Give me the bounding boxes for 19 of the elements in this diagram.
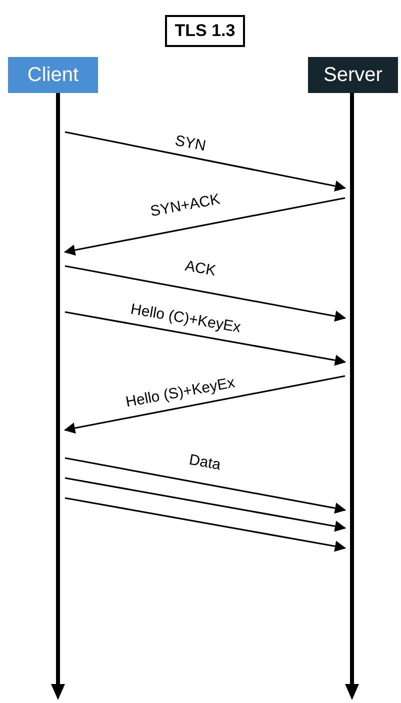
- edge-label: SYN+ACK: [148, 190, 222, 220]
- edge-label: Data: [186, 450, 223, 474]
- arrow: [64, 477, 346, 532]
- lifeline: [345, 93, 359, 700]
- lifeline: [51, 93, 65, 700]
- title: TLS 1.3: [165, 15, 245, 47]
- arrow: [64, 131, 346, 192]
- participant-box: Client: [8, 57, 98, 93]
- arrow: [64, 265, 346, 322]
- edge-label: Hello (C)+KeyEx: [128, 300, 242, 336]
- edge-label: Hello (S)+KeyEx: [123, 373, 238, 411]
- edge-label: ACK: [182, 256, 218, 280]
- arrow: [64, 311, 346, 366]
- arrow: [64, 497, 346, 552]
- arrow: [64, 457, 346, 514]
- participant-box: Server: [308, 57, 398, 93]
- arrow: [64, 197, 346, 256]
- edge-label: SYN: [172, 131, 208, 155]
- arrow: [64, 375, 346, 434]
